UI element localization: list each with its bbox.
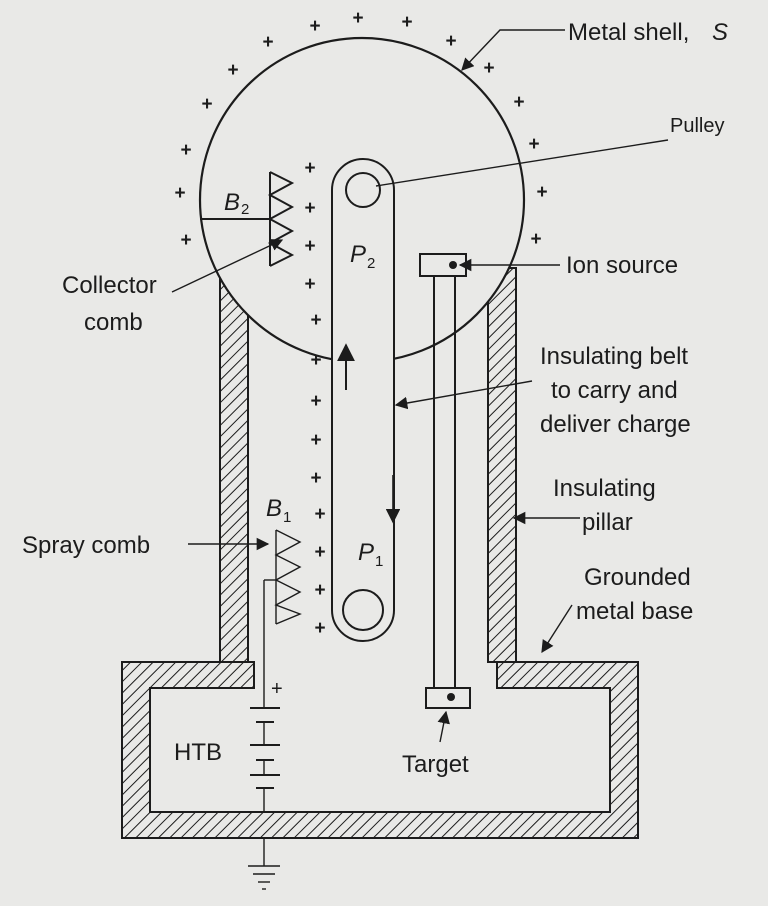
charge-plus: + bbox=[304, 236, 315, 257]
grounded-metal-base bbox=[121, 661, 639, 839]
charge-plus: + bbox=[310, 430, 321, 451]
htb-label: HTB bbox=[174, 739, 222, 766]
p1-sub-label: 1 bbox=[375, 553, 383, 570]
ion-source-label: Ion source bbox=[566, 252, 678, 279]
charge-plus: + bbox=[227, 60, 238, 81]
charge-plus: + bbox=[310, 350, 321, 371]
insulating-pillar-right bbox=[487, 267, 517, 663]
charge-plus: + bbox=[310, 391, 321, 412]
p1-label: P bbox=[358, 539, 374, 566]
charge-plus: + bbox=[304, 274, 315, 295]
belt-charges: + + + + + + + + + + + + + bbox=[304, 158, 325, 639]
p2-label: P bbox=[350, 241, 366, 268]
charge-plus: + bbox=[513, 92, 524, 113]
ground-symbol bbox=[248, 838, 280, 890]
charge-plus: + bbox=[310, 468, 321, 489]
charge-plus: + bbox=[174, 183, 185, 204]
metal-shell-s-label: S bbox=[712, 19, 728, 46]
insulating-belt-label-1: Insulating belt bbox=[540, 343, 688, 370]
charge-plus: + bbox=[180, 140, 191, 161]
insulating-belt bbox=[331, 158, 395, 642]
charge-plus: + bbox=[309, 16, 320, 37]
insulating-pillar-label-1: Insulating bbox=[553, 475, 656, 502]
battery-plus-label: + bbox=[271, 678, 283, 700]
insulating-pillar-label-2: pillar bbox=[582, 509, 633, 536]
charge-plus: + bbox=[352, 8, 363, 29]
charge-plus: + bbox=[445, 31, 456, 52]
grounded-base-label-2: metal base bbox=[576, 598, 693, 625]
spray-comb-label: Spray comb bbox=[22, 532, 150, 559]
insulating-belt-label-3: deliver charge bbox=[540, 411, 691, 438]
charge-plus: + bbox=[528, 134, 539, 155]
charge-plus: + bbox=[201, 94, 212, 115]
shell-charges: +++++++++++++++ bbox=[174, 8, 547, 251]
target-dot bbox=[447, 693, 455, 701]
b2-sub-label: 2 bbox=[241, 201, 249, 218]
target-label: Target bbox=[402, 751, 469, 778]
leader-lines bbox=[171, 29, 669, 743]
charge-plus: + bbox=[304, 158, 315, 179]
collector-comb-label-2: comb bbox=[84, 309, 143, 336]
charge-plus: + bbox=[401, 12, 412, 33]
ion-source-dot bbox=[449, 261, 457, 269]
charge-plus: + bbox=[530, 229, 541, 250]
charge-plus: + bbox=[314, 618, 325, 639]
pulley-top bbox=[345, 172, 381, 208]
charge-plus: + bbox=[180, 230, 191, 251]
pulley-label: Pulley bbox=[670, 115, 724, 137]
charge-plus: + bbox=[483, 58, 494, 79]
p2-sub-label: 2 bbox=[367, 255, 375, 272]
insulating-belt-label-2: to carry and bbox=[551, 377, 678, 404]
charge-plus: + bbox=[262, 32, 273, 53]
charge-plus: + bbox=[314, 580, 325, 601]
metal-shell-label: Metal shell, bbox=[568, 19, 689, 46]
htb-battery bbox=[250, 670, 280, 812]
charge-plus: + bbox=[304, 198, 315, 219]
charge-plus: + bbox=[314, 504, 325, 525]
pulley-bottom bbox=[342, 589, 384, 631]
b2-label: B bbox=[224, 189, 240, 216]
spray-comb bbox=[263, 529, 302, 670]
charge-plus: + bbox=[310, 310, 321, 331]
charge-plus: + bbox=[314, 542, 325, 563]
charge-plus: + bbox=[536, 182, 547, 203]
collector-comb-label-1: Collector bbox=[62, 272, 157, 299]
b1-label: B bbox=[266, 495, 282, 522]
insulating-pillar-left bbox=[219, 267, 249, 663]
grounded-base-label-1: Grounded bbox=[584, 564, 691, 591]
b1-sub-label: 1 bbox=[283, 509, 291, 526]
